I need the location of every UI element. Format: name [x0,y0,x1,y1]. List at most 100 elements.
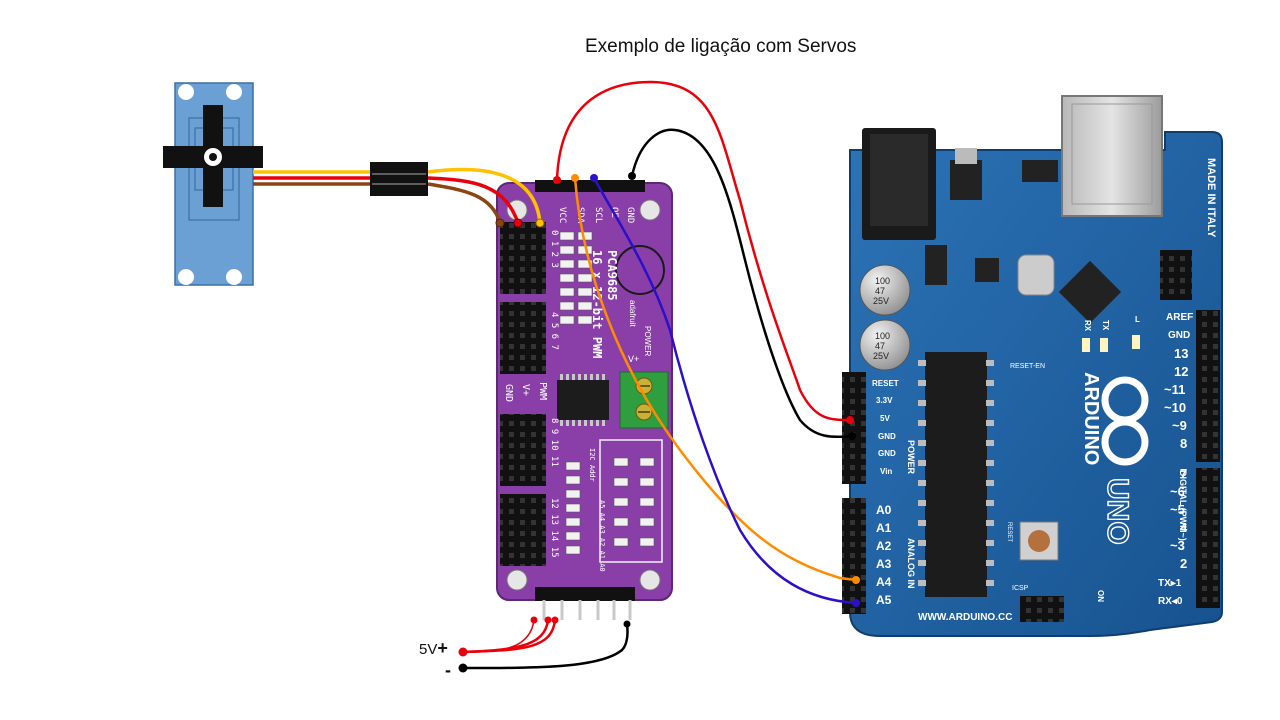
pca9685-label: PCA9685 [605,250,619,301]
vplus-input-dot [458,647,468,657]
wire-scl-a5 [592,177,857,605]
pin-label-a1: A1 [876,521,892,535]
atmega-chip [925,352,987,597]
servo-gnd-label: GND [503,384,514,402]
pin-label-8: 8 [1180,436,1187,451]
vplus-text: 5V [419,641,438,658]
adafruit-label: adafruit [628,300,637,327]
cap2-value-2: 47 [875,341,885,351]
cap2-value-3: 25V [873,351,889,361]
servo-cable [253,167,542,224]
i2c-addr-label: I2C Addr [588,448,596,482]
diagram-title: Exemplo de ligação com Servos [585,36,857,57]
servo-header-12-15 [500,494,546,566]
mount-hole-br [639,569,661,591]
pin-label-13: 13 [1174,346,1188,361]
pin-label-9: ~9 [1172,418,1187,433]
cap1-value-3: 25V [873,296,889,306]
mount-hole-tr [639,199,661,221]
pin-label-reset: RESET [872,379,899,388]
pin-label-a2: A2 [876,539,892,553]
servo-header-0-3 [500,222,546,294]
cap1-value-2: 47 [875,286,885,296]
servo-ground-pin [495,218,505,228]
power-section-label: POWER [906,440,916,475]
pin-label-vin: Vin [880,467,892,476]
analog-section-label: ANALOG IN [906,538,916,589]
pin-label-5v: 5V [880,414,890,423]
pin-label-scl: SCL [593,207,603,223]
channels-4-7-label: 4 5 6 7 [549,312,559,350]
capacitor-2 [859,319,911,371]
vplus-input-label: 5V+ [419,638,448,659]
pca9685-pwm-board: 16 x 12-bit PWM PCA9685 adafruit POWER V… [496,180,673,620]
cap2-value-1: 100 [875,331,890,341]
pin-label-a3: A3 [876,557,892,571]
pin-label-3v3: 3.3V [876,396,893,405]
pin-label-0: RX◂0 [1158,596,1183,607]
plus-sign: + [437,638,448,658]
top-i2c-header [535,180,645,192]
digital-section-label: DIGITAL (PWM~) [1178,470,1188,541]
reset-btn-label: RESET [1006,522,1012,542]
channels-0-3-label: 0 1 2 3 [549,230,559,268]
pin-label-12: 12 [1174,364,1188,379]
power-wires [462,619,629,670]
wire-sda-a4 [573,177,857,582]
servo-signal-pin [535,218,545,228]
wire-gnd [630,128,853,439]
arduino-uno-board: 100 47 25V 100 47 25V MADE IN ITALY A [842,95,1223,637]
digital-header-1 [1196,310,1220,462]
digital-header-2 [1196,468,1220,608]
addr-jumpers-label: A5 A4 A3 A2 A1 A0 [598,500,606,572]
pin-label-vcc: VCC [557,207,567,223]
gnd-input-dot [458,663,468,673]
cap1-value-1: 100 [875,276,890,286]
servo-pwm-label: PWM [537,382,548,400]
pin-label-gnd-pwm: GND [625,207,635,223]
arduino-url-label: WWW.ARDUINO.CC [918,612,1012,623]
pin-label-gnd-2: GND [878,449,896,458]
power-header [842,372,866,484]
servo-power-pin [513,218,523,228]
power-led-label: POWER [643,326,652,356]
pin-label-a0: A0 [876,503,892,517]
mount-hole-bl [506,569,528,591]
board-capacitor [615,245,665,295]
pin-label-5: ~5 [1170,502,1185,517]
bottom-i2c-header [535,587,635,601]
reset-en-label: RESET-EN [1010,363,1045,370]
rx-label: RX [1083,320,1092,332]
usb-port [1061,95,1163,217]
pin-label-6: ~6 [1170,484,1185,499]
pin-label-a5: A5 [876,593,892,607]
servo-header-4-7 [500,302,546,374]
pin-label-3: ~3 [1170,538,1185,553]
pin-label-aref: AREF [1166,312,1193,323]
capacitor-1 [859,264,911,316]
vplus-terminal-label: V+ [628,354,639,364]
pca9685-chip [557,380,609,420]
pin-label-gnd-1: GND [878,432,896,441]
servo-vplus-label: V+ [520,384,531,396]
control-wires [555,80,857,605]
servo-header-8-11 [500,414,546,486]
control-wire-pins [553,172,860,607]
made-in-italy-label: MADE IN ITALY [1205,158,1217,238]
uno-label: UNO [1101,478,1134,545]
pin-label-2: 2 [1180,556,1187,571]
arduino-brand-label: ARDUINO [1080,372,1102,465]
icsp-label: ICSP [1012,585,1029,592]
pin-label-gnd-d: GND [1168,330,1190,341]
pin-label-4: 4 [1180,520,1188,535]
gnd-input-label: - [445,660,451,680]
pin-label-a4: A4 [876,575,892,589]
wire-vcc-5v [555,80,851,422]
pin-label-1: TX▸1 [1158,578,1182,589]
servo-motor [163,82,263,286]
analog-header [842,498,866,614]
arduino-infinity-logo [1101,376,1149,466]
channels-12-15-label: 12 13 14 15 [549,498,559,558]
pin-label-7: 7 [1180,466,1187,481]
